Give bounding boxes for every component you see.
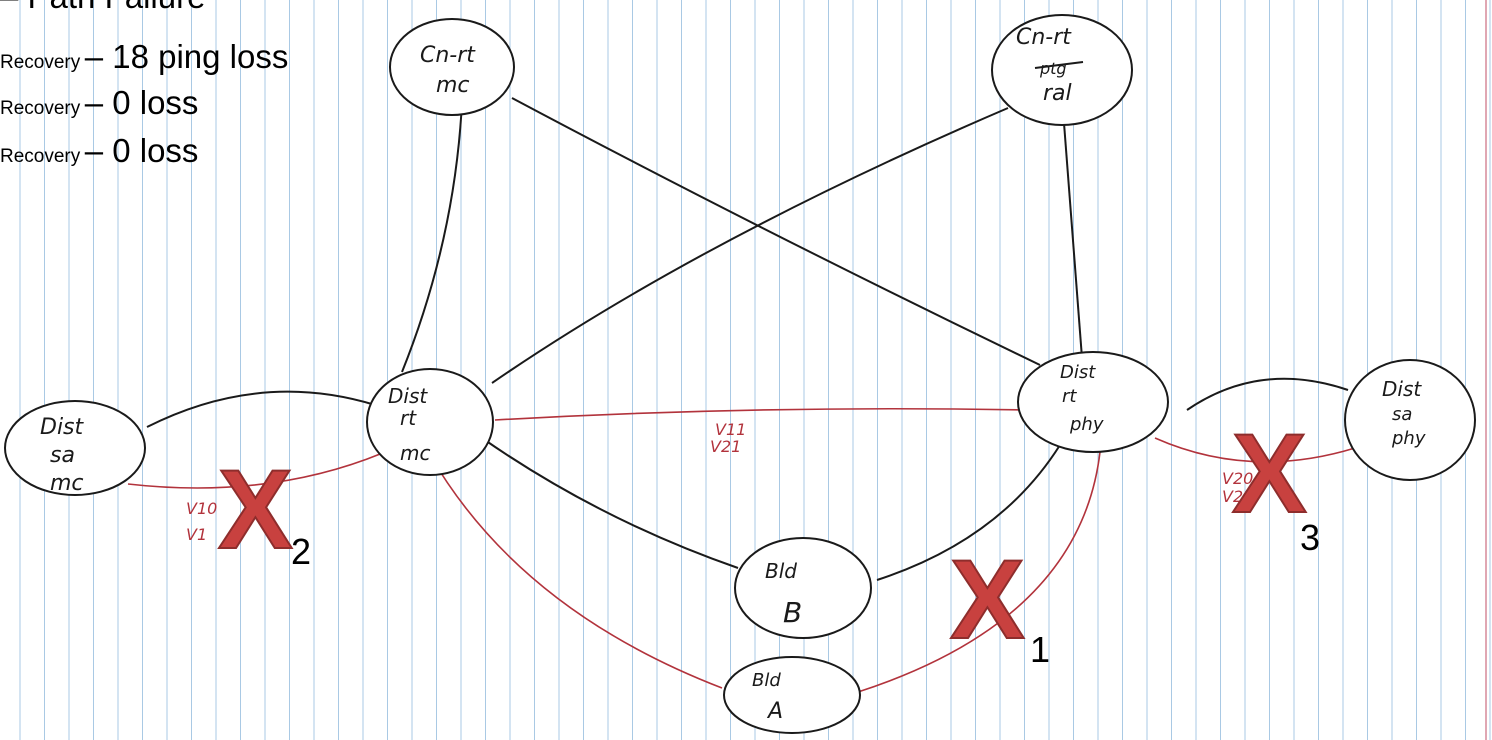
node-core-ral <box>991 14 1133 126</box>
red-link-dist-rt-mc-bld-a <box>429 454 723 689</box>
node-bld-b-line1: Bld <box>765 559 797 583</box>
red-link-dist-rt-phy-dist-sa-phy <box>1154 437 1356 463</box>
node-dist-rt-mc-line2: rt <box>400 406 417 430</box>
failure-x-icon: X <box>1232 411 1307 536</box>
node-dist-rt-phy-line3: phy <box>1069 414 1104 435</box>
node-core-ral-line2: ptg <box>1039 59 1067 78</box>
node-dist-sa-phy-line3: phy <box>1391 428 1426 449</box>
failure-marks: X 2 X 1 X 3 <box>217 410 1320 670</box>
failure-x-icon: X <box>950 537 1025 662</box>
failure-number: 1 <box>1030 629 1050 670</box>
notebook-paper-lines <box>19 0 1491 740</box>
link-label-center-2: V21 <box>710 437 741 456</box>
nodes <box>4 14 1476 734</box>
link-core-mc-dist-rt-mc <box>401 101 463 373</box>
failure-x-icon: X <box>218 447 293 572</box>
node-labels: Cn-rt mc Cn-rt ptg ral Dist rt mc Dist r… <box>40 25 1426 724</box>
failure-number: 2 <box>291 531 311 572</box>
node-dist-rt-mc-line3: mc <box>400 441 430 465</box>
node-bld-a-line1: Bld <box>752 670 781 691</box>
node-dist-rt-phy-line1: Dist <box>1060 362 1096 383</box>
node-core-ral-line3: ral <box>1043 81 1072 106</box>
node-core-mc-line2: mc <box>436 73 470 98</box>
node-dist-rt-phy <box>1017 351 1169 453</box>
legend-item-sub: Recovery <box>0 98 81 119</box>
legend-path-failure: – Path Failure <box>0 0 205 16</box>
link-core-ral-dist-rt-phy <box>1062 109 1083 359</box>
link-labels: V11 V21 V10 V1 V20 V2 <box>186 420 1253 544</box>
red-link-dist-sa-mc-dist-rt-mc <box>127 451 386 489</box>
node-dist-sa-phy <box>1344 359 1476 481</box>
node-bld-b <box>734 537 872 639</box>
black-links <box>146 97 1349 581</box>
red-link-dist-rt-phy-bld-a <box>857 451 1101 693</box>
node-dist-sa-mc-line1: Dist <box>40 415 85 440</box>
node-bld-a-line2: A <box>766 699 783 724</box>
link-label-right-1: V20 <box>1222 469 1253 488</box>
link-label-center-1: V11 <box>715 420 746 439</box>
node-core-ral-line1: Cn-rt <box>1016 25 1072 50</box>
link-label-left-2: V1 <box>186 525 207 544</box>
legend-item-text: – 18 ping loss <box>84 38 289 75</box>
node-dist-sa-phy-line2: sa <box>1392 404 1412 425</box>
legend-item-sub: Recovery <box>0 52 81 73</box>
link-dist-rt-phy-dist-sa-phy <box>1186 377 1349 411</box>
failure-number: 3 <box>1300 517 1320 558</box>
red-links <box>127 407 1356 693</box>
link-core-mc-dist-rt-phy <box>511 97 1041 366</box>
legend-item-text: – 0 loss <box>84 84 199 121</box>
link-core-ral-dist-rt-mc <box>491 107 1009 384</box>
strikeout-mark <box>1034 61 1084 69</box>
node-core-mc <box>389 18 515 116</box>
legend-item-sub: Recovery <box>0 146 81 167</box>
node-dist-sa-mc-line2: sa <box>50 443 75 468</box>
legend-item-text: – 0 loss <box>84 132 199 169</box>
link-dist-sa-mc-dist-rt-mc <box>146 390 376 428</box>
node-bld-a <box>723 656 861 734</box>
link-dist-rt-mc-bld-b <box>481 437 739 569</box>
node-dist-sa-mc <box>4 400 146 496</box>
link-label-left-1: V10 <box>186 499 217 518</box>
node-dist-rt-phy-line2: rt <box>1062 386 1077 407</box>
node-core-mc-line1: Cn-rt <box>420 43 476 68</box>
node-dist-rt-mc-line1: Dist <box>388 384 428 408</box>
red-link-dist-rt-mc-dist-rt-phy <box>494 407 1026 421</box>
legend-item: Recovery – 0 loss <box>0 84 198 122</box>
node-bld-b-line2: B <box>783 596 802 629</box>
node-dist-rt-mc <box>366 368 494 476</box>
link-label-right-2: V2 <box>1222 487 1243 506</box>
legend-item: Recovery – 0 loss <box>0 132 198 170</box>
node-dist-sa-phy-line1: Dist <box>1382 377 1422 401</box>
legend-path-failure-text: – Path Failure <box>0 0 205 15</box>
link-dist-rt-phy-bld-b <box>876 444 1061 581</box>
node-dist-sa-mc-line3: mc <box>50 471 84 496</box>
legend-item: Recovery – 18 ping loss <box>0 38 288 76</box>
